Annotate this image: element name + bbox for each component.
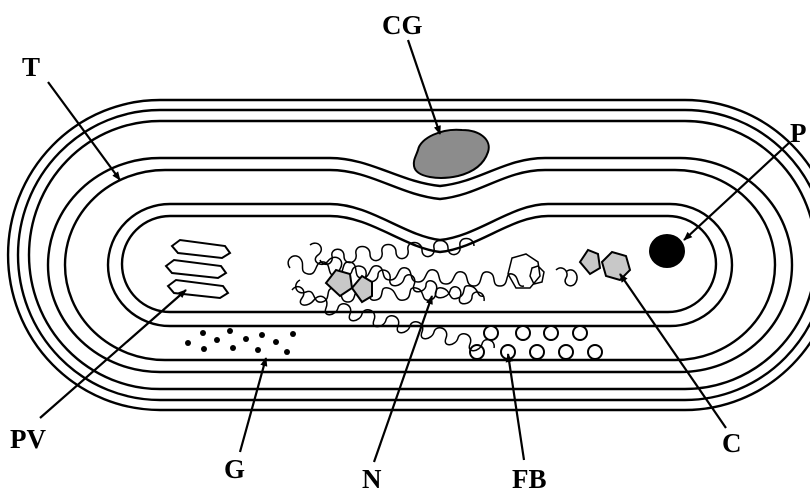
thylakoid-outer (48, 158, 792, 372)
glycogen-dot (227, 328, 233, 334)
gas-vesicles (166, 240, 230, 298)
fat-body (530, 345, 544, 359)
gas-vesicle (166, 260, 226, 278)
glycogen-dot (214, 337, 220, 343)
fat-body (588, 345, 602, 359)
thylakoid-membranes (48, 158, 792, 372)
polyphosphate-granule (649, 234, 685, 268)
nucleoplasm-inclusions (326, 270, 372, 302)
glycogen-dot (290, 331, 296, 337)
fat-body (484, 326, 498, 340)
gas-vesicle (172, 240, 230, 258)
fat-body (559, 345, 573, 359)
label-pv: PV (10, 424, 46, 454)
label-n: N (362, 464, 382, 493)
arrow-c (620, 274, 726, 428)
fat-body (516, 326, 530, 340)
glycogen-dot (284, 349, 290, 355)
label-p: P (790, 118, 807, 148)
glycogen-dot (200, 330, 206, 336)
nucleoplasm (288, 239, 577, 351)
fat-bodies (470, 326, 602, 359)
carboxysomes (580, 250, 630, 280)
glycogen-granules (185, 328, 296, 355)
fat-body (544, 326, 558, 340)
glycogen-dot (259, 332, 265, 338)
inclusion-body (352, 276, 372, 302)
label-t: T (22, 52, 40, 82)
fat-body (470, 345, 484, 359)
inclusion-body (326, 270, 352, 296)
carboxysome (580, 250, 600, 274)
arrow-n (374, 296, 432, 462)
glycogen-dot (273, 339, 279, 345)
glycogen-dot (230, 345, 236, 351)
label-fb: FB (512, 464, 547, 493)
glycogen-dot (255, 347, 261, 353)
fat-body (573, 326, 587, 340)
glycogen-dot (201, 346, 207, 352)
label-cg: CG (382, 10, 423, 40)
cyanophycin-granule (414, 130, 489, 178)
label-g: G (224, 454, 245, 484)
arrow-p (684, 142, 790, 240)
label-c: C (722, 428, 742, 458)
gas-vesicle (168, 280, 228, 298)
glycogen-dot (243, 336, 249, 342)
arrow-fb (508, 354, 524, 460)
carboxysome (602, 252, 630, 280)
glycogen-dot (185, 340, 191, 346)
